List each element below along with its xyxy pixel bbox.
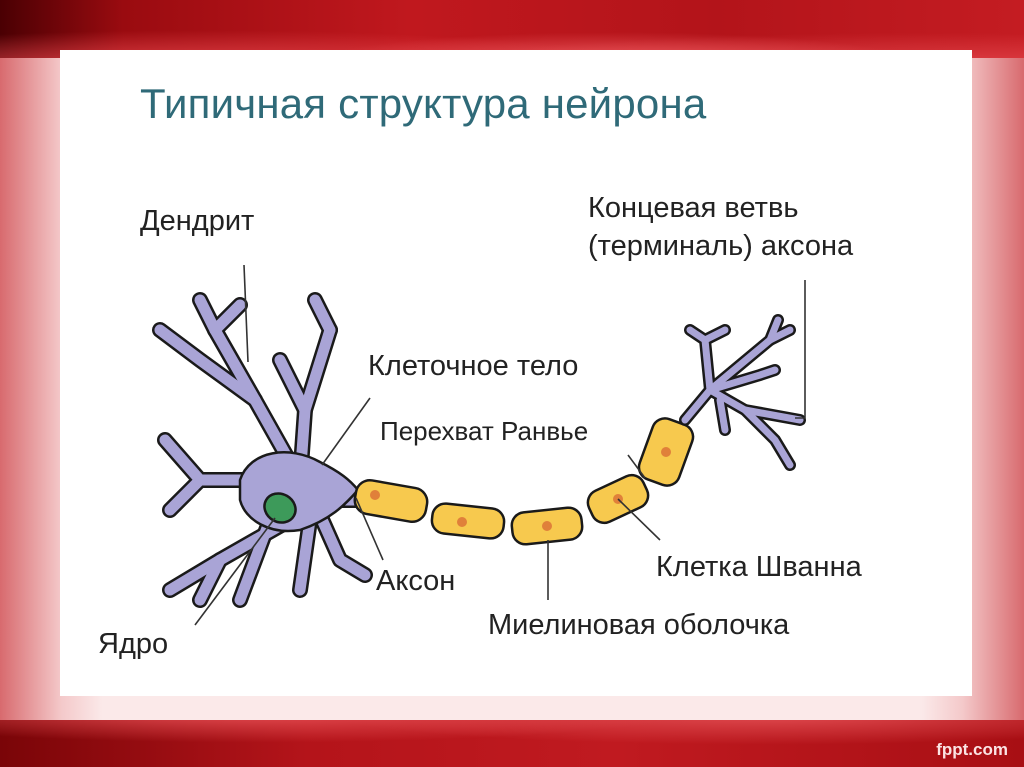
label-myelin-sheath: Миелиновая оболочка [488, 609, 790, 641]
label-schwann-cell: Клетка Шванна [656, 551, 862, 583]
label-axon-terminal-line2: (терминаль) аксона [588, 230, 854, 262]
background-bottom-band [0, 720, 1024, 767]
label-axon-terminal-line1: Концевая ветвь [588, 192, 799, 224]
cell-body-shape [238, 451, 360, 533]
label-axon: Аксон [376, 565, 456, 597]
leader-lines [194, 264, 806, 626]
background-top-band [0, 0, 1024, 58]
footer-watermark: fppt.com [936, 740, 1008, 759]
label-cell-body: Клеточное тело [368, 350, 579, 382]
slide-title: Типичная структура нейрона [140, 80, 707, 127]
label-nucleus: Ядро [98, 628, 169, 660]
label-node-of-ranvier: Перехват Ранвье [380, 416, 589, 446]
neuron-soma-and-dendrites [152, 292, 388, 608]
label-dendrite: Дендрит [140, 205, 255, 237]
axon-terminal-branches [679, 314, 806, 471]
